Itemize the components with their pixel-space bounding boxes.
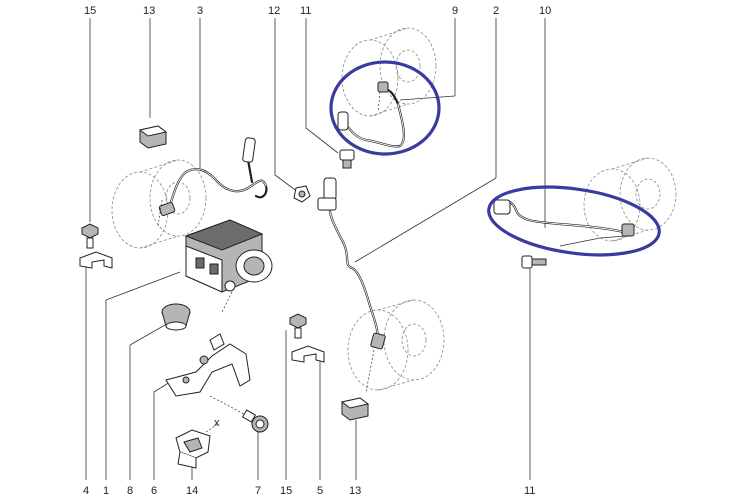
leader-9b	[399, 95, 456, 101]
mounting-bolt-bottom	[289, 313, 307, 339]
callout-13-top: 13	[143, 5, 155, 17]
leader-2b	[354, 177, 497, 263]
callout-6: 6	[151, 485, 157, 497]
leader-lines	[85, 18, 546, 480]
leader-1b	[105, 271, 181, 301]
callout-4: 4	[83, 485, 89, 497]
leader-12b	[274, 174, 299, 193]
highlight-rear-right-sensor	[487, 185, 661, 257]
front-right-wheel-sensor	[337, 81, 406, 148]
connector-block-bottom	[340, 397, 370, 421]
connector-block-top	[138, 125, 168, 149]
callout-3: 3	[197, 5, 203, 17]
wheel-rear-right	[583, 157, 677, 242]
callout-12: 12	[268, 5, 280, 17]
callout-labels: 15 13 3 12 11 9 2 10 4 1 8 6 14 7 15 5 1…	[83, 5, 551, 497]
bracket-right	[291, 345, 325, 363]
bracket-bolt	[241, 409, 269, 433]
leader-8b	[129, 324, 166, 346]
rubber-grommet	[161, 303, 191, 331]
callout-2: 2	[493, 5, 499, 17]
clip-cross-mark: x	[214, 417, 220, 429]
connector-clip	[293, 185, 311, 203]
mounting-bolt-top	[81, 223, 99, 249]
leader-11-top-b	[305, 127, 339, 154]
abs-hydraulic-unit	[184, 219, 273, 313]
callout-15-top: 15	[84, 5, 96, 17]
callout-13-bottom: 13	[349, 485, 361, 497]
sensor-bolt-top	[339, 149, 355, 169]
callout-1: 1	[103, 485, 109, 497]
rear-right-wheel-sensor	[493, 199, 635, 247]
abs-support-bracket	[165, 333, 251, 415]
callout-7: 7	[255, 485, 261, 497]
wheel-front-right	[341, 27, 437, 117]
highlight-front-right-sensor	[329, 60, 441, 156]
callout-11-top: 11	[300, 5, 311, 17]
callout-15-bottom: 15	[280, 485, 292, 497]
callout-9: 9	[452, 5, 458, 17]
harness-clip: x	[175, 417, 220, 469]
wheel-rear-left	[347, 299, 445, 391]
callout-10: 10	[539, 5, 551, 17]
callout-11-bottom: 11	[524, 485, 535, 497]
rear-left-sensor-harness	[317, 177, 386, 393]
leader-6b	[153, 381, 171, 393]
callout-5: 5	[317, 485, 323, 497]
bracket-left	[79, 251, 113, 269]
sensor-bolt-bottom	[521, 255, 547, 269]
callout-14: 14	[186, 485, 198, 497]
front-left-sensor-harness	[157, 137, 268, 227]
callout-8: 8	[127, 485, 133, 497]
